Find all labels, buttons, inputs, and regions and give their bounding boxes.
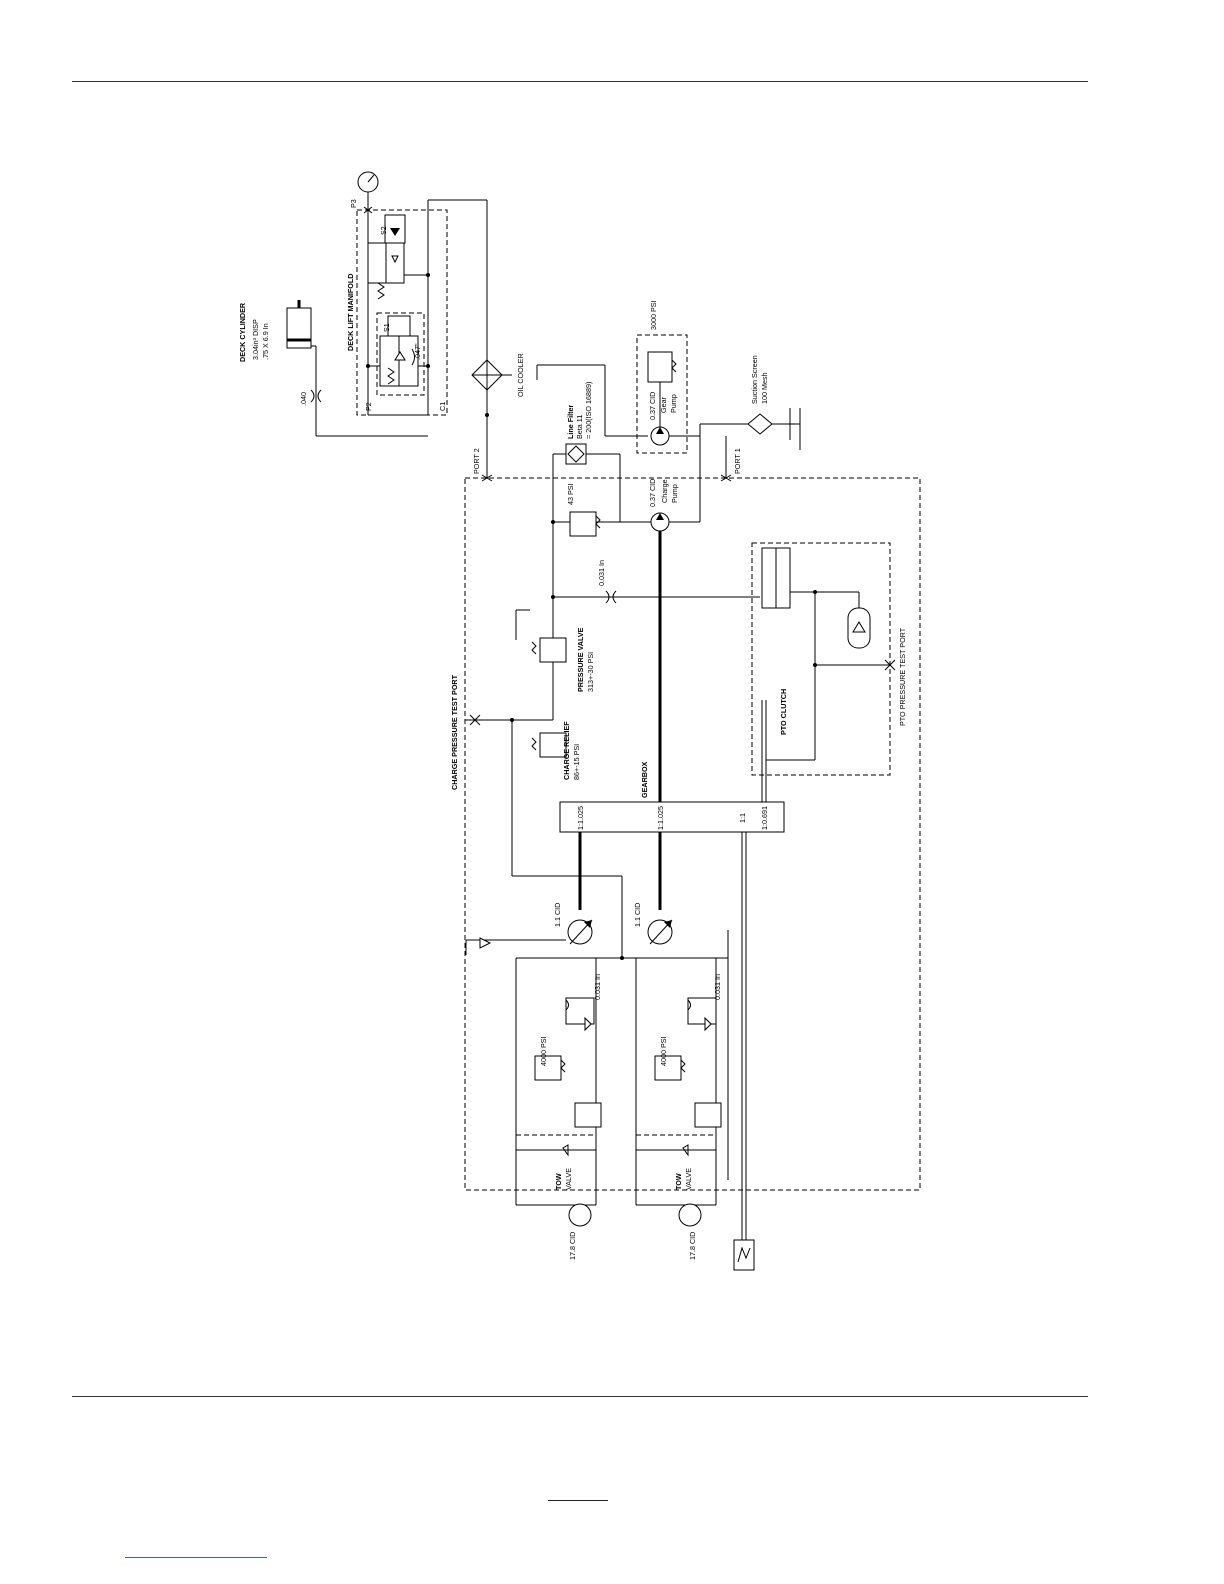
gearbox — [559, 801, 785, 833]
accumulator-icon — [847, 607, 871, 649]
pressure-valve-label-1: PRESSURE VALVE — [576, 627, 585, 692]
ratio-a: 1:1.025 — [576, 806, 585, 830]
gear-pump-psi: 3000 PSI — [649, 300, 658, 330]
bypass-relief-a-icon — [574, 1102, 602, 1128]
ratio-c: 1:1 — [738, 813, 747, 823]
pto-test-port-label: PTO PRESSURE TEST PORT — [898, 627, 907, 726]
high-pressure-relief-a-icon — [534, 1055, 562, 1081]
deck-cylinder — [286, 307, 312, 349]
line-filter-label-3: = 200(ISO 16889) — [584, 382, 593, 439]
s2-label: S2 — [379, 226, 388, 235]
port2-label: PORT 2 — [472, 448, 481, 474]
charge-pump-cid: 0.37 CID — [648, 479, 657, 507]
tow-valve-b-1: TOW — [674, 1173, 683, 1190]
motor-cid-b: 17.8 CID — [688, 1232, 697, 1260]
check-icon — [390, 228, 400, 236]
ratio-d: 1:0.691 — [760, 806, 769, 830]
header-rule — [72, 81, 1088, 82]
bypass-relief-b-icon — [694, 1102, 722, 1128]
wheel-motor-a-icon — [568, 1203, 592, 1227]
gear-pump-relief — [647, 351, 673, 383]
spring-icon — [387, 367, 395, 385]
charge-relief-43-icon — [569, 511, 597, 537]
line-filter-label-1: Line Filter — [566, 404, 575, 439]
footer-rule — [72, 1396, 1088, 1397]
ratio-b: 1:1.025 — [656, 806, 665, 830]
engine-icon — [733, 1239, 755, 1271]
footer-link-underline[interactable] — [125, 1557, 267, 1558]
relief-4000-a: 4000 PSI — [539, 1036, 548, 1066]
tow-valve-b-icon — [682, 1144, 689, 1157]
port1-label: PORT 1 — [733, 448, 742, 474]
suction-screen-icon — [747, 413, 773, 435]
relief-4000-b: 4000 PSI — [659, 1036, 668, 1066]
line-filter-icon — [565, 443, 587, 465]
orifice-031-label-b: 0.031 In — [593, 974, 602, 1000]
charge-relief-icon — [539, 732, 567, 758]
c1-label: C1 — [438, 402, 447, 411]
check-icon — [584, 1016, 592, 1032]
s1-label: S1 — [382, 323, 391, 332]
tow-valve-a-icon — [562, 1144, 569, 1157]
tow-valve-a-1: TOW — [554, 1173, 563, 1190]
p3-label: P3 — [349, 199, 358, 208]
charge-relief-43-label: 43 PSI — [566, 483, 575, 505]
charge-pump-label-2: Pump — [670, 484, 679, 503]
s1-valve-boundary — [376, 312, 425, 396]
gear-pump-label-2: Pump — [669, 394, 678, 413]
line-filter-label-2: Beta 11 — [575, 415, 584, 439]
gearbox-label: GEARBOX — [640, 761, 649, 798]
charge-test-port-label: CHARGE PRESSURE TEST PORT — [450, 674, 459, 790]
suction-screen-label-2: 100 Mesh — [760, 372, 769, 404]
orifice-047-label: .047" — [413, 343, 422, 360]
pressure-valve-icon — [539, 637, 567, 663]
p2-label: P2 — [364, 402, 373, 411]
needle-valve-icon — [394, 351, 406, 361]
transmission-boundary — [464, 477, 921, 1191]
oil-cooler-label: OIL COOLER — [516, 353, 525, 397]
lift-manifold-label: DECK LIFT MANIFOLD — [346, 274, 355, 351]
orifice-047-icon — [411, 348, 415, 366]
pto-clutch-boundary — [751, 542, 891, 776]
pressure-valve-label-2: 313+-30 PSI — [586, 652, 595, 692]
deck-cylinder-label: DECK CYLINDER — [238, 302, 247, 362]
orifice-031-label-c: 0.031 In — [713, 974, 722, 1000]
tow-valve-a-2: VALVE — [564, 1168, 573, 1190]
orifice-031-c-icon — [687, 999, 691, 1011]
wheel-motor-b-icon — [678, 1203, 702, 1227]
orifice-040-icon — [310, 389, 322, 403]
deck-cylinder-disp: 3.04in³ DISP — [251, 319, 260, 360]
spring-icon — [377, 282, 385, 300]
high-pressure-relief-b-icon — [654, 1055, 682, 1081]
page-number-rule — [548, 1500, 608, 1501]
orifice-031-label-a: 0.031 In — [597, 560, 606, 586]
check-icon — [391, 255, 399, 264]
pto-clutch-label: PTO CLUTCH — [779, 689, 788, 735]
orifice-031-icon — [605, 590, 617, 604]
deck-cylinder-size: .75 X 6.9 In — [261, 323, 270, 360]
orifice-031-b-icon — [565, 999, 569, 1011]
suction-screen-label-1: Suction Screen — [750, 355, 759, 404]
pump-cid-b: 1.1 CID — [633, 903, 642, 927]
charge-pump-label-1: Charge — [660, 479, 669, 503]
gear-pump-boundary — [636, 334, 688, 454]
charge-relief-label-2: 86+-15 PSI — [572, 744, 581, 780]
gear-pump-cid: 0.37 CID — [648, 392, 657, 420]
pump-cid-a: 1.1 CID — [553, 903, 562, 927]
check-icon — [704, 1016, 712, 1032]
charge-relief-label-1: CHARGE RELIEF — [562, 721, 571, 780]
orifice-040-label: .040 — [299, 392, 308, 406]
gear-pump-label-1: Gear — [659, 396, 668, 413]
motor-cid-a: 17.8 CID — [568, 1232, 577, 1260]
tow-valve-b-2: VALVE — [684, 1168, 693, 1190]
s1-solenoid-coil — [387, 315, 411, 337]
